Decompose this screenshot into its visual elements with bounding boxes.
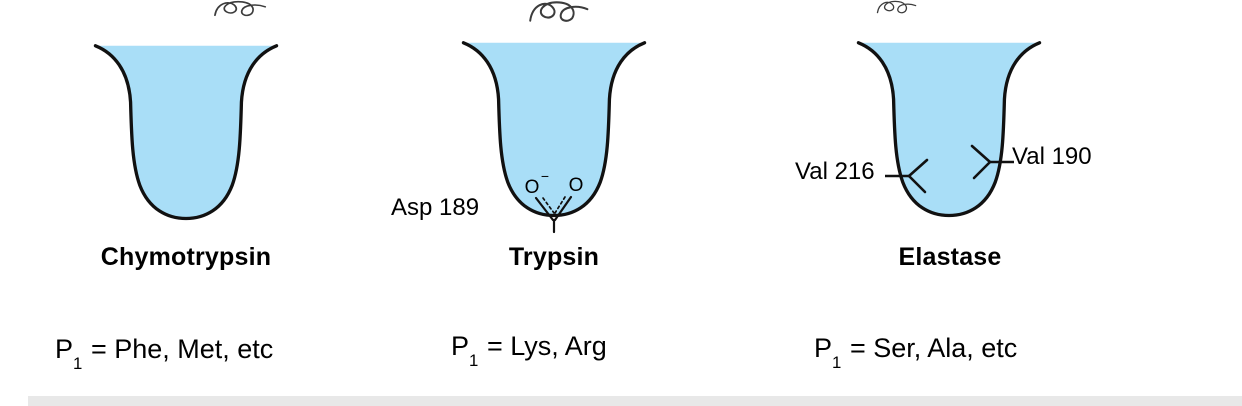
trypsin-binding-pocket [461,41,647,218]
page-edge-bar [28,396,1242,406]
bond-line [534,196,555,222]
asp-189-label: Asp 189 [391,194,480,221]
enzyme-name-elastase: Elastase [898,243,1002,271]
pocket-outline [856,41,1042,218]
partial-double-bond [554,196,566,214]
p1-subscript: 1 [73,354,83,374]
val-190-label: Val 190 [1012,143,1092,170]
elastase-binding-pocket [856,41,1042,218]
squiggle-path [214,0,267,17]
pocket-fill [858,42,1040,216]
bond-line [972,160,992,180]
p1-subscript: 1 [832,353,842,373]
p1-specificity-chymotrypsin: P1 = Phe, Met, etc [55,334,274,373]
enzyme-name-chymotrypsin: Chymotrypsin [100,243,272,271]
bond-line [907,174,927,194]
val-190-side-chain [970,144,1014,180]
pocket-outline [461,41,647,218]
bond-line [553,195,573,222]
p1-symbol: P [55,334,74,364]
enzyme-name-trypsin: Trypsin [508,243,600,271]
p1-specificity-trypsin: P1 = Lys, Arg [451,331,607,370]
oxygen-left: O [525,177,540,198]
p1-value: = Lys, Arg [486,331,607,361]
pocket-outline [93,44,279,221]
bond-line [907,158,929,178]
protein-coil-squiggle [529,1,589,22]
asp-carboxylate-group: O − O [525,170,584,234]
p1-value: = Ser, Ala, etc [849,333,1018,363]
p1-symbol: P [814,333,833,363]
p1-symbol: P [451,331,470,361]
bond-line [970,144,992,164]
protein-coil-squiggle [214,0,267,17]
chymotrypsin-binding-pocket [93,44,279,221]
p1-subscript: 1 [469,351,479,371]
p1-value: = Phe, Met, etc [90,334,274,364]
oxygen-right: O [569,175,584,196]
squiggle-path [876,0,917,14]
pocket-fill [95,45,277,219]
val-216-side-chain [885,158,929,194]
val-216-label: Val 216 [795,158,875,185]
partial-double-bond [542,197,555,214]
p1-specificity-elastase: P1 = Ser, Ala, etc [814,333,1018,372]
pocket-fill [463,42,645,216]
squiggle-path [529,1,589,22]
protein-coil-squiggle [876,0,917,14]
negative-charge: − [541,170,549,184]
